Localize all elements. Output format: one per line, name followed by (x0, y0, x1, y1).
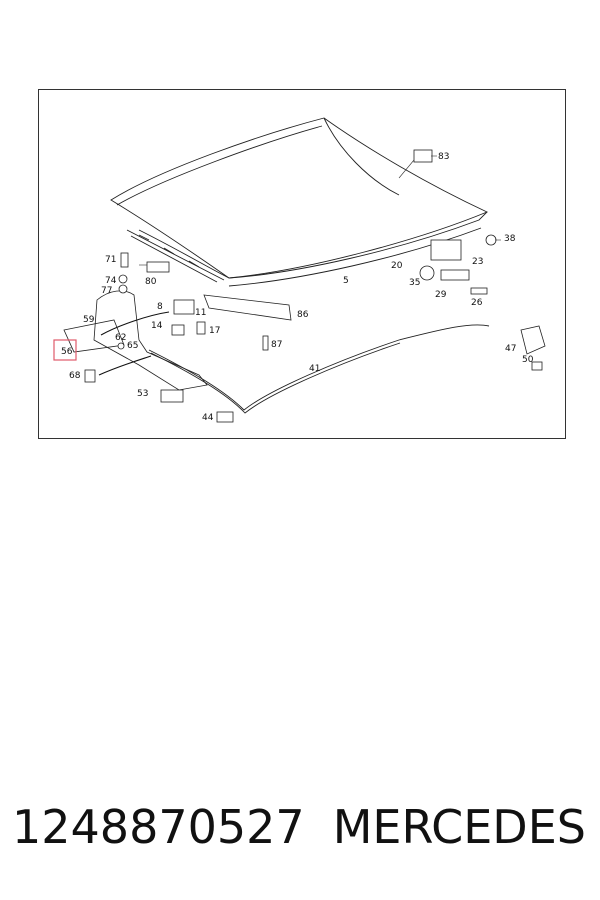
part-38-bolt (485, 234, 497, 246)
release-cable (148, 324, 490, 414)
callout-29: 29 (435, 290, 447, 300)
part-80-bracket (146, 261, 170, 273)
arrows (98, 311, 170, 376)
part-71-screw (120, 252, 129, 268)
part-number: 1248870527 (12, 800, 305, 854)
callout-83: 83 (438, 152, 449, 162)
callout-62: 62 (115, 333, 126, 343)
callout-68: 68 (69, 371, 81, 381)
callout-41: 41 (309, 364, 320, 374)
part-47-catch (520, 325, 546, 355)
part-87-pin (262, 335, 269, 351)
part-74-nut (118, 274, 128, 284)
callout-56: 56 (61, 347, 73, 357)
callout-11: 11 (195, 308, 206, 318)
part-68-clip (84, 369, 96, 383)
parts-diagram-frame: 83 38 71 74 77 80 20 23 5 35 29 26 59 8 … (38, 89, 566, 439)
part-20-hinge (430, 239, 462, 261)
callout-47: 47 (505, 344, 516, 354)
part-50-clip (531, 361, 543, 371)
callout-8: 8 (157, 302, 163, 312)
part-26-spring (470, 287, 488, 295)
footer: 1248870527 MERCEDES (0, 800, 600, 870)
hood-parts-diagram: 83 38 71 74 77 80 20 23 5 35 29 26 59 8 … (53, 117, 546, 423)
part-83-clip (413, 149, 433, 163)
callout-50: 50 (522, 355, 534, 365)
part-53-holder (160, 389, 184, 403)
callout-23: 23 (472, 257, 483, 267)
part-44-clip (216, 411, 234, 423)
callout-44: 44 (202, 413, 214, 423)
small-parts (84, 149, 546, 423)
callout-59: 59 (83, 315, 95, 325)
part-77-washer (118, 284, 128, 294)
part-8-latch (173, 299, 195, 315)
leader-lines (139, 155, 501, 266)
callout-38: 38 (504, 234, 516, 244)
callout-71: 71 (105, 255, 116, 265)
callout-74: 74 (105, 276, 117, 286)
part-35-bushing (419, 265, 435, 281)
callout-35: 35 (409, 278, 420, 288)
brand-name: MERCEDES (332, 800, 586, 854)
part-65-nut (117, 342, 125, 350)
callout-14: 14 (151, 321, 163, 331)
callout-65: 65 (127, 341, 138, 351)
callout-80: 80 (145, 277, 157, 287)
callout-86: 86 (297, 310, 309, 320)
callout-77: 77 (101, 286, 112, 296)
callout-5: 5 (343, 276, 349, 286)
highlight-box-56 (53, 339, 77, 361)
part-14-spring (171, 324, 185, 336)
callout-20: 20 (391, 261, 403, 271)
part-17-screw (196, 321, 206, 335)
callout-87: 87 (271, 340, 282, 350)
callout-53: 53 (137, 389, 148, 399)
callout-26: 26 (471, 298, 483, 308)
hood-panel (110, 117, 489, 287)
part-29-link (440, 269, 470, 281)
callout-17: 17 (209, 326, 220, 336)
